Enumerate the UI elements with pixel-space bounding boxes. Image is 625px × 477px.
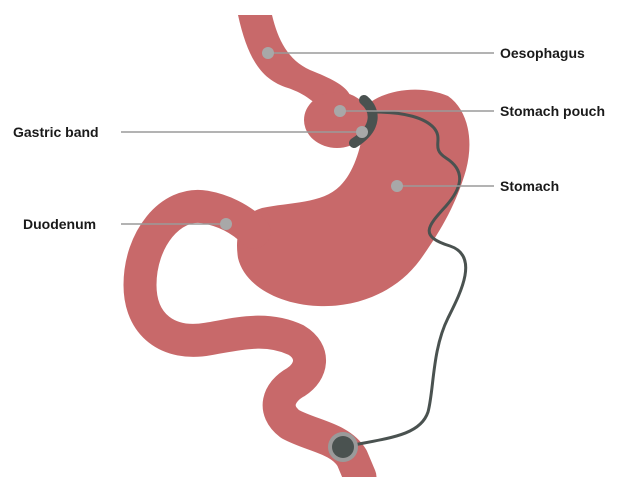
label-oesophagus: Oesophagus [500, 45, 585, 61]
marker-duodenum [220, 218, 232, 230]
digestive-tract [140, 15, 469, 477]
label-gastric-band: Gastric band [13, 124, 99, 140]
label-duodenum: Duodenum [23, 216, 96, 232]
marker-stomach-pouch [334, 105, 346, 117]
label-stomach-pouch: Stomach pouch [500, 103, 605, 119]
access-port [328, 432, 358, 462]
marker-gastric-band [356, 126, 368, 138]
label-stomach: Stomach [500, 178, 559, 194]
marker-stomach [391, 180, 403, 192]
marker-oesophagus [262, 47, 274, 59]
